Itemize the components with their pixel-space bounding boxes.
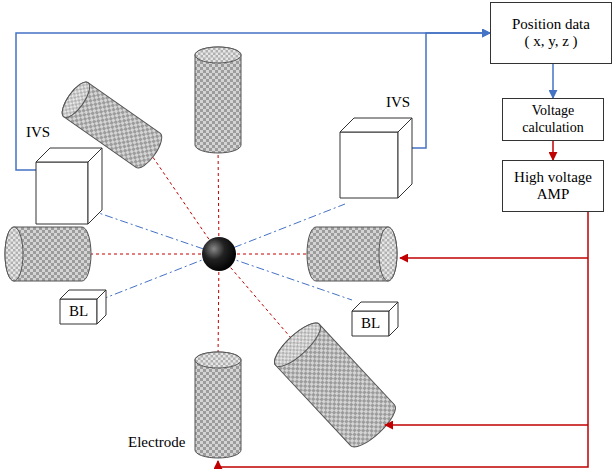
amplifier-box: High voltage AMP xyxy=(502,160,604,212)
part-label: Electrode xyxy=(128,434,185,451)
electrode-cylinder xyxy=(5,227,91,281)
text-holder: BL xyxy=(60,299,97,324)
box-text: BL xyxy=(361,315,380,332)
high-voltage-wires xyxy=(218,212,588,467)
backlight-box: BL xyxy=(60,290,106,324)
levitated-sphere xyxy=(202,237,236,271)
electrode-cylinder xyxy=(269,317,402,453)
text-holder: BL xyxy=(352,311,389,336)
backlight-box: BL xyxy=(352,302,398,336)
box-text: BL xyxy=(69,303,88,320)
cube-outline xyxy=(340,118,412,198)
text-holder: IVS xyxy=(386,94,410,111)
electrode-cylinder xyxy=(195,352,241,458)
signal-connector xyxy=(552,64,554,98)
cube-outline xyxy=(36,148,102,224)
camera-box: IVS xyxy=(340,118,412,198)
device-label: IVS xyxy=(386,94,410,111)
process-box: Position data ( x, y, z ) xyxy=(490,2,612,64)
box-text: Voltage calculation xyxy=(510,103,596,135)
electrode-cylinder xyxy=(195,47,241,153)
signal-connector xyxy=(412,33,490,148)
electrode-cylinder xyxy=(307,227,397,281)
text-holder: IVS xyxy=(26,124,50,141)
box-text: High voltage AMP xyxy=(507,169,599,204)
process-box: Voltage calculation xyxy=(502,98,604,141)
camera-box: IVS xyxy=(36,148,102,224)
signal-connector xyxy=(16,33,490,170)
box-text: Position data ( x, y, z ) xyxy=(509,16,593,51)
signal-connector xyxy=(552,141,554,160)
field-lines xyxy=(82,145,316,360)
device-label: IVS xyxy=(26,124,50,141)
